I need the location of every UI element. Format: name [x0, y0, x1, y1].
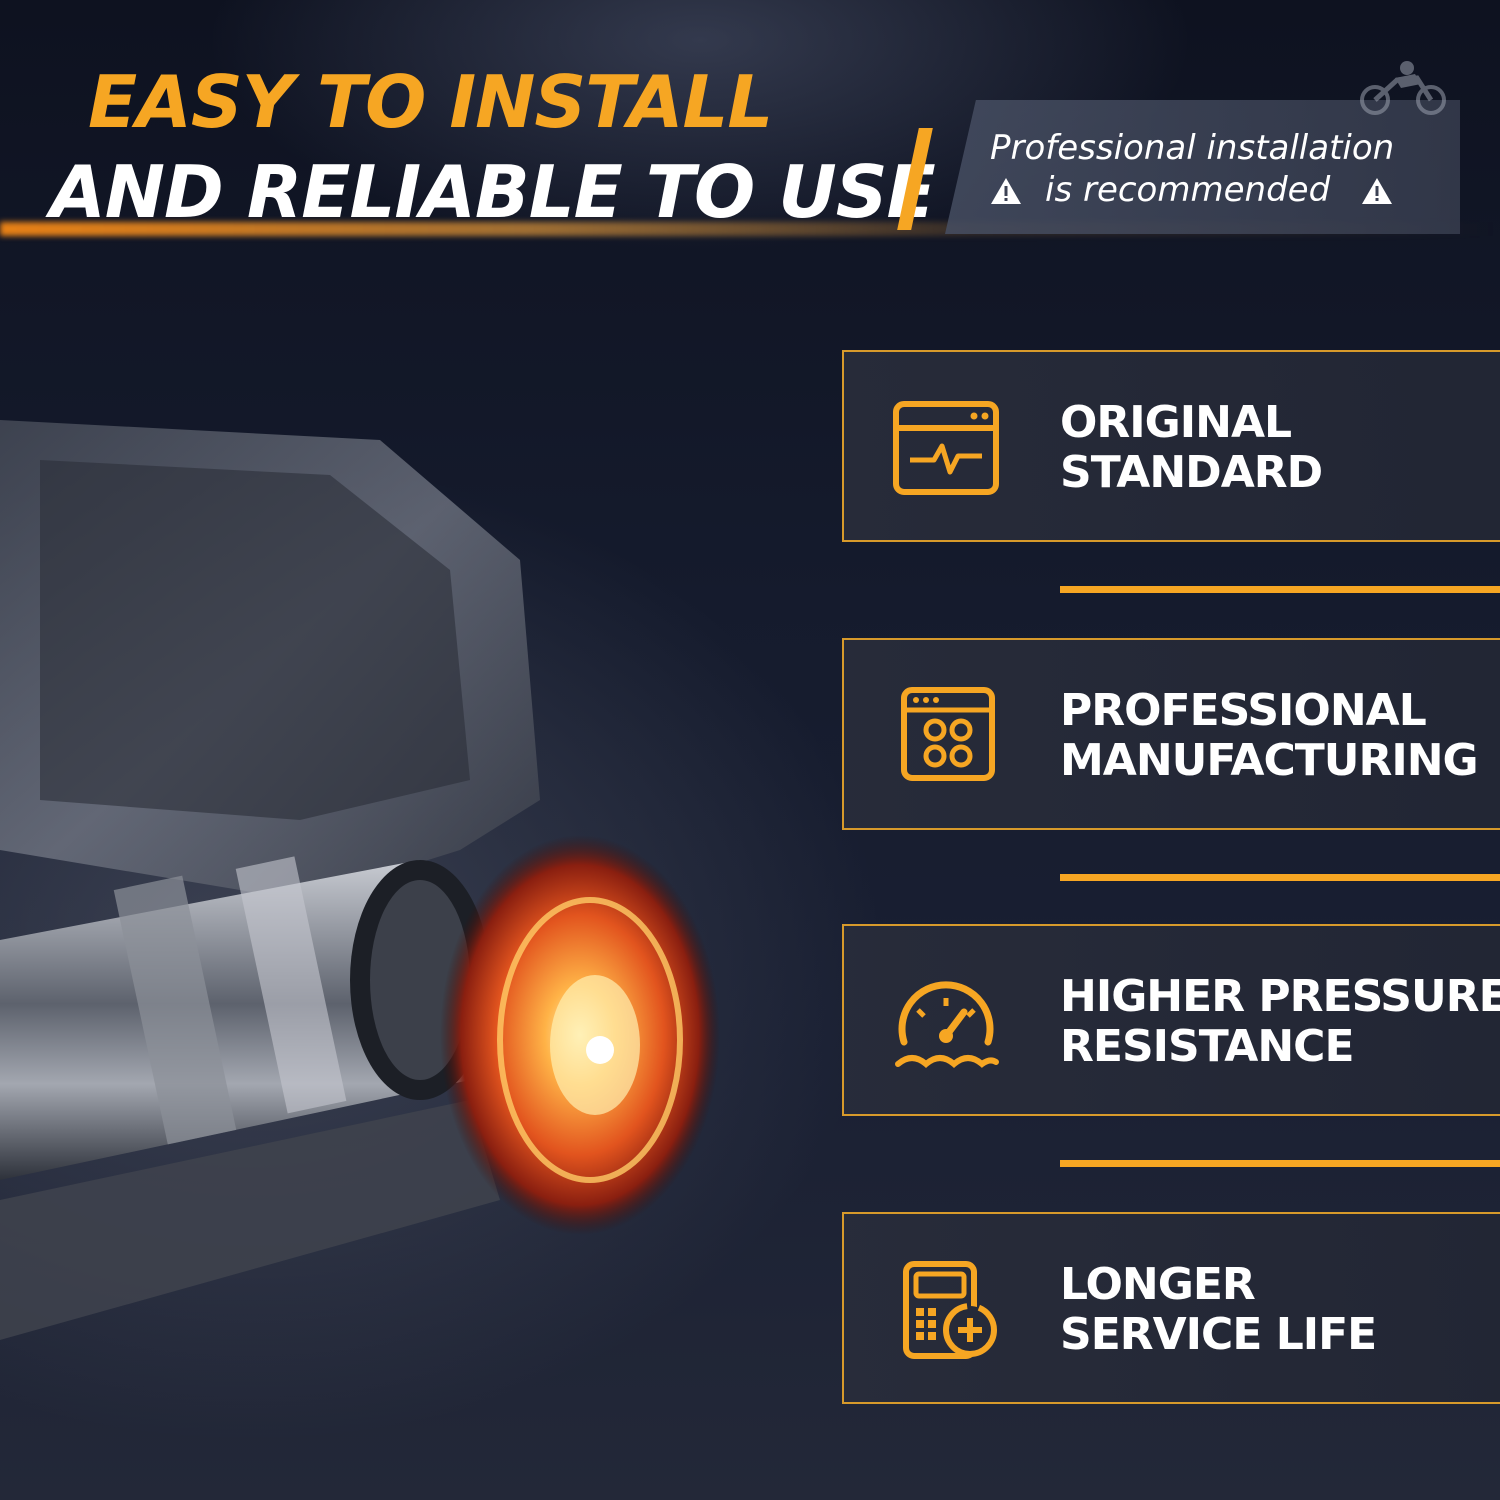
installation-note-box	[945, 100, 1460, 234]
warning-icon	[1362, 178, 1392, 204]
warning-icon	[991, 178, 1021, 204]
installation-note-line-1: Professional installation	[990, 128, 1395, 168]
feature-card-professional-manufacturing: PROFESSIONAL MANUFACTURING	[842, 638, 1500, 830]
pressure-gauge-icon	[895, 981, 999, 1068]
feature-title-line-2: SERVICE LIFE	[1060, 1309, 1377, 1360]
feature-title-line-1: ORIGINAL	[1060, 397, 1292, 448]
divider	[1060, 874, 1500, 881]
divider	[1060, 586, 1500, 593]
feature-title-line-1: HIGHER PRESSURE	[1060, 971, 1500, 1022]
feature-card-higher-pressure-resistance: HIGHER PRESSURE RESISTANCE	[842, 924, 1500, 1116]
service-life-icon	[903, 1261, 997, 1359]
feature-title-line-1: LONGER	[1060, 1259, 1256, 1310]
feature-title-line-2: STANDARD	[1060, 447, 1323, 498]
motorcycle-logo-icon	[1360, 61, 1446, 115]
divider	[1060, 1160, 1500, 1167]
feature-card-original-standard: ORIGINAL STANDARD	[842, 350, 1500, 542]
browser-pulse-icon	[893, 401, 999, 495]
product-image	[0, 420, 720, 1340]
headline: EASY TO INSTALL AND RELIABLE TO USE	[50, 60, 936, 234]
feature-title-line-2: MANUFACTURING	[1060, 735, 1479, 786]
headline-line-1: EASY TO INSTALL	[88, 60, 773, 144]
feature-card-longer-service-life: LONGER SERVICE LIFE	[842, 1212, 1500, 1404]
headline-line-2: AND RELIABLE TO USE	[50, 150, 936, 234]
feature-title-line-2: RESISTANCE	[1060, 1021, 1355, 1072]
installation-note-line-2: is recommended	[1045, 170, 1331, 210]
feature-title-line-1: PROFESSIONAL	[1060, 685, 1427, 736]
control-panel-icon	[901, 687, 995, 781]
